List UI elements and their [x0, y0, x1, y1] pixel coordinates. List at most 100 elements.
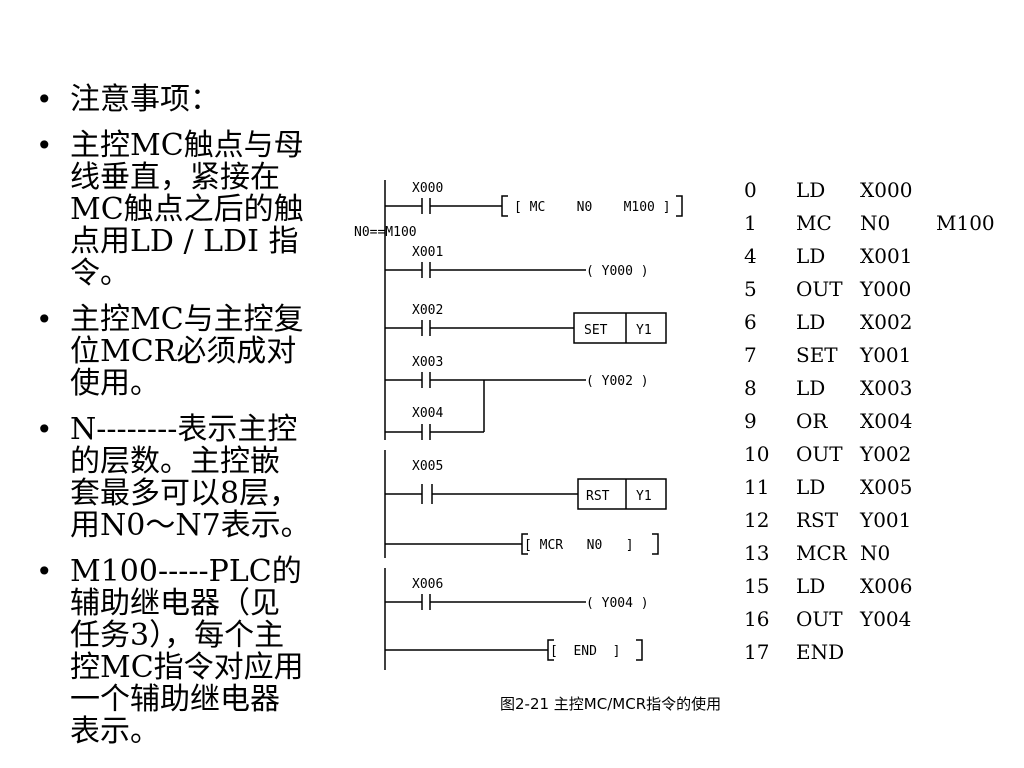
instruction-operand: Y000: [860, 277, 912, 301]
bullet-item: 主控MC与主控复 位MCR必须成对 使用。: [32, 304, 332, 400]
instruction-step: 13: [744, 541, 770, 565]
bullet-line: 表示。: [70, 714, 160, 749]
instruction-operand: N0: [860, 541, 891, 565]
contact-label: X000: [412, 181, 443, 196]
instruction-op: LD: [796, 475, 826, 499]
bullet-line: 主控MC与主控复: [70, 302, 304, 337]
instruction-step: 5: [744, 277, 757, 301]
instruction-row: 7 SET Y001: [744, 343, 1014, 376]
instruction-op: OUT: [796, 442, 843, 466]
instruction-step: 1: [744, 211, 757, 235]
instruction-operand: X004: [860, 409, 913, 433]
bullet-item: M100-----PLC的 辅助继电器（见 任务3），每个主 控MC指令对应用 …: [32, 556, 332, 748]
instruction-operand: X000: [860, 178, 913, 202]
bullet-line: 套最多可以8层，: [70, 476, 300, 511]
instruction-operand-2: M100: [936, 211, 995, 235]
instruction-row: 15 LD X006: [744, 574, 1014, 607]
instruction-step: 9: [744, 409, 757, 433]
contact-label: X006: [412, 577, 443, 592]
instruction-op: LD: [796, 178, 826, 202]
instruction-op: LD: [796, 574, 826, 598]
instruction-op: SET: [796, 343, 838, 367]
bullet-line: 主控MC触点与母: [70, 128, 304, 163]
instruction-row: 11 LD X005: [744, 475, 1014, 508]
contact-label: X003: [412, 355, 443, 370]
instruction-op: OR: [796, 409, 828, 433]
instruction-op: MCR: [796, 541, 847, 565]
rst-box-op: RST: [586, 489, 610, 504]
instruction-op: MC: [796, 211, 832, 235]
instruction-step: 16: [744, 607, 770, 631]
bullet-line: 任务3），每个主: [70, 618, 285, 653]
bullet-line: 线垂直，紧接在: [70, 160, 280, 195]
mcr-instruction: [ MCR N0 ]: [524, 538, 634, 553]
bullet-line: N--------表示主控: [70, 412, 298, 447]
instruction-step: 10: [744, 442, 770, 466]
instruction-step: 15: [744, 574, 770, 598]
instruction-operand: Y004: [860, 607, 912, 631]
instruction-op: LD: [796, 310, 826, 334]
instruction-op: LD: [796, 376, 826, 400]
bullet-line: MC触点之后的触: [70, 192, 304, 227]
bullet-line: 点用LD / LDI 指: [70, 224, 299, 259]
bullet-line: 位MCR必须成对: [70, 334, 297, 369]
instruction-op: END: [796, 640, 845, 664]
instruction-row: 4 LD X001: [744, 244, 1014, 277]
instruction-operand: X005: [860, 475, 913, 499]
instruction-op: OUT: [796, 277, 843, 301]
bullet-item: 注意事项：: [32, 82, 332, 117]
bullet-line: 注意事项：: [70, 82, 220, 117]
instruction-step: 4: [744, 244, 757, 268]
rst-box-target: Y1: [636, 489, 652, 504]
instruction-row: 13 MCR N0: [744, 541, 1014, 574]
instruction-row: 10 OUT Y002: [744, 442, 1014, 475]
instruction-step: 17: [744, 640, 770, 664]
instruction-operand: X006: [860, 574, 913, 598]
figure-caption: 图2-21 主控MC/MCR指令的使用: [500, 695, 722, 713]
instruction-row: 17 END: [744, 640, 1014, 673]
instruction-operand: X002: [860, 310, 913, 334]
bullet-line: 控MC指令对应用: [70, 650, 304, 685]
bullet-line: 的层数。主控嵌: [70, 444, 280, 479]
instruction-row: 9 OR X004: [744, 409, 1014, 442]
bullet-line: 令。: [70, 256, 130, 291]
contact-label: X004: [412, 406, 443, 421]
instruction-operand: Y001: [860, 508, 912, 532]
instruction-row: 0 LD X000: [744, 178, 1014, 211]
contact-label: X001: [412, 245, 443, 260]
instruction-step: 7: [744, 343, 757, 367]
bullet-line: M100-----PLC的: [70, 554, 302, 589]
set-box-target: Y1: [636, 323, 652, 338]
instruction-operand: N0: [860, 211, 891, 235]
bullet-line: 使用。: [70, 366, 160, 401]
mc-instruction: [ MC N0 M100 ]: [514, 200, 671, 215]
bullet-list: 注意事项： 主控MC触点与母 线垂直，紧接在 MC触点之后的触 点用LD / L…: [32, 84, 332, 762]
instruction-operand: Y002: [860, 442, 912, 466]
ladder-diagram: N0==M100 X000 [ MC N0 M100 ] X001 ( Y000…: [350, 170, 730, 680]
instruction-row: 5 OUT Y000: [744, 277, 1014, 310]
contact-label: X005: [412, 459, 443, 474]
bullet-item: N--------表示主控 的层数。主控嵌 套最多可以8层， 用N0～N7表示。: [32, 414, 332, 542]
instruction-step: 0: [744, 178, 757, 202]
coil-label: ( Y004 ): [586, 596, 649, 611]
coil-label: ( Y000 ): [586, 264, 649, 279]
bullet-line: 用N0～N7表示。: [70, 508, 311, 543]
instruction-step: 6: [744, 310, 757, 334]
end-instruction: [ END ]: [550, 644, 620, 659]
instruction-row: 6 LD X002: [744, 310, 1014, 343]
instruction-operand: Y001: [860, 343, 912, 367]
instruction-operand: X001: [860, 244, 913, 268]
instruction-op: OUT: [796, 607, 843, 631]
set-box-op: SET: [584, 323, 608, 338]
instruction-step: 11: [744, 475, 770, 499]
instruction-op: LD: [796, 244, 826, 268]
bullet-line: 辅助继电器（见: [70, 586, 280, 621]
instruction-row: 1 MC N0 M100: [744, 211, 1014, 244]
instruction-step: 12: [744, 508, 770, 532]
instruction-row: 16 OUT Y004: [744, 607, 1014, 640]
mc-label: N0==M100: [354, 225, 417, 240]
bullet-item: 主控MC触点与母 线垂直，紧接在 MC触点之后的触 点用LD / LDI 指 令…: [32, 130, 332, 290]
